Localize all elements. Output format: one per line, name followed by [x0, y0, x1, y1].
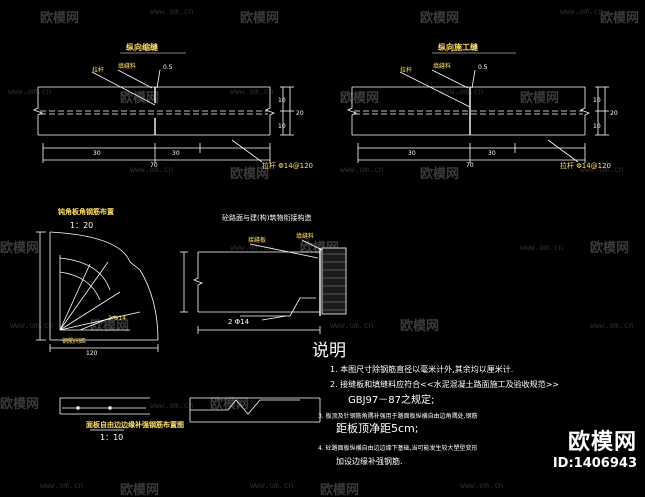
watermark-url: www.om.cn [230, 243, 274, 252]
watermark-url: www.om.cn [40, 481, 84, 490]
watermark-logo: 欧模网 [230, 166, 269, 182]
view-junction-labels: 砼路面与建(构)筑物衔接构造 接缝板 填缝料 2 Φ14 [222, 213, 314, 326]
label-tie-bar: 拉杆 [400, 66, 412, 74]
watermark-url: www.om.cn [580, 165, 624, 174]
dim-text: 20 [296, 110, 304, 117]
dim-text: 10 [593, 97, 601, 104]
view-title: 纵向施工缝 [438, 42, 478, 52]
watermark-logo: 欧模网 [420, 10, 459, 26]
note-line: 3. 板顶及针钢筋角隅补强用于路面板纵横自由边角隅处,钢筋 [318, 412, 478, 420]
dim-text: 10 [278, 97, 286, 104]
watermark-url: www.om.cn [440, 87, 484, 96]
watermark-logo: 欧模网 [120, 482, 159, 497]
label-text: 填缝料 [296, 232, 314, 240]
dim-text: 20 [610, 110, 618, 117]
view-title: 面板自由边边缘补强钢筋布置图 [86, 420, 184, 429]
note-line: GBJ97－87之规定; [348, 393, 434, 406]
dim-text: 30 [408, 150, 416, 157]
watermark-url: www.om.cn [520, 243, 564, 252]
watermark-logo: 欧模网 [590, 240, 629, 256]
watermark-url: www.om.cn [8, 87, 52, 96]
view-edge-reinforcement [59, 397, 321, 431]
note-line: 加设边缘补强钢筋. [336, 456, 403, 466]
label-joint-filler: 填缝料 [118, 62, 136, 70]
view-corner-labels: 钝角板角钢筋布置 1：20 2 Φ14 钢筋间距 120 [57, 207, 126, 357]
watermark-logo: 欧模网 [340, 90, 379, 106]
view-left-labels: 纵向缩缝 拉杆 填缝料 0.5 30 30 70 10 10 20 拉杆 Φ14… [92, 42, 313, 170]
watermark-url: www.om.cn [10, 321, 54, 330]
watermark-logo: 欧模网 [520, 90, 559, 106]
rebar-callout: 拉杆 Φ14@120 [262, 161, 313, 170]
dim-text: 30 [172, 150, 180, 157]
watermark-logo: 欧模网 [320, 482, 359, 497]
dim-text: 30 [93, 150, 101, 157]
note-line: 距板顶净距5cm; [336, 421, 418, 435]
view-title: 纵向缩缝 [126, 42, 158, 52]
watermark-url: www.om.cn [150, 7, 194, 16]
watermark-logo: 欧模网 [400, 318, 439, 334]
watermark-logo: 欧模网 [210, 396, 249, 412]
watermark-logo: 欧模网 [0, 396, 39, 412]
rebar-callout: 2 Φ14 [108, 315, 126, 322]
watermark-url: www.om.cn [590, 321, 634, 330]
dim-text: 10 [278, 123, 286, 130]
watermark-logo: 欧模网 [420, 166, 459, 182]
label-joint-filler: 填缝料 [433, 62, 451, 70]
dim-text: 30 [488, 150, 496, 157]
watermark-logo: 欧模网 [40, 10, 79, 26]
watermark-url: www.om.cn [130, 165, 174, 174]
watermark-logo: 欧模网 [600, 10, 639, 26]
notes-block: 说明 1. 本图尺寸除钢筋直径以毫米计外,其余均以厘米计. 2. 接缝板和填缝料… [312, 341, 559, 466]
note-line: 4. 砼路面板纵横自由边边缘下基础,当可能发生较大塑型变形 [318, 444, 478, 452]
watermark-logo: 欧模网 [0, 240, 39, 256]
watermark-brand: 欧模网 ID:1406943 [553, 424, 637, 471]
dim-text: 70 [150, 162, 158, 169]
scale-text: 1：20 [70, 221, 93, 230]
view-right-labels: 纵向施工缝 拉杆 填缝料 0.5 30 30 70 10 10 20 拉杆 Φ1… [400, 42, 618, 170]
view-longitudinal-contraction-joint [33, 69, 294, 163]
view-title: 钝角板角钢筋布置 [57, 207, 114, 216]
watermark-url: www.om.cn [150, 401, 194, 410]
dim-text: 0.5 [163, 64, 173, 71]
watermark-logo: 欧模网 [240, 10, 279, 26]
rebar-callout: 拉杆 Φ14@120 [560, 161, 611, 170]
view-corner-reinforcement [36, 231, 159, 352]
label-tie-bar: 拉杆 [92, 66, 104, 74]
view-structure-junction [180, 239, 347, 334]
watermark-url: www.om.cn [340, 165, 384, 174]
watermark-url: www.om.cn [230, 87, 274, 96]
view-edge-labels: 面板自由边边缘补强钢筋布置图 1：10 [86, 420, 184, 442]
watermark-url: www.om.cn [560, 7, 604, 16]
scale-text: 1：10 [100, 433, 123, 442]
notes-heading: 说明 [312, 341, 346, 361]
brand-logo: 欧模网 [567, 430, 637, 455]
note-line: 2. 接缝板和填缝料应符合<<水泥混凝土路面施工及验收规范>> [330, 379, 559, 389]
dim-text: 120 [86, 350, 98, 357]
label-text: 钢筋间距 [62, 337, 86, 345]
rebar-callout: 2 Φ14 [228, 318, 250, 326]
watermark-url: www.om.cn [250, 481, 294, 490]
watermark-url: www.om.cn [460, 481, 504, 490]
dim-text: 70 [466, 162, 474, 169]
brand-id: ID:1406943 [552, 456, 637, 471]
note-line: 1. 本图尺寸除钢筋直径以毫米计外,其余均以厘米计. [330, 364, 513, 374]
view-longitudinal-construction-joint [347, 69, 609, 163]
label-text: 接缝板 [248, 236, 266, 244]
watermark-url: www.om.cn [330, 321, 374, 330]
dim-text: 0.5 [478, 64, 488, 71]
dim-text: 10 [593, 123, 601, 130]
view-title: 砼路面与建(构)筑物衔接构造 [222, 213, 311, 222]
